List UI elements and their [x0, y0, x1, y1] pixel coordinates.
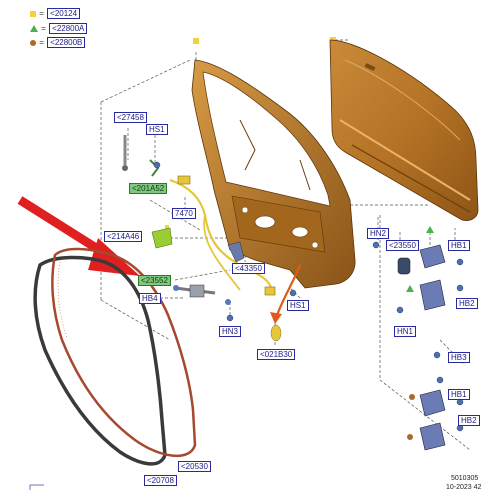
diagram-date: 10-2023 42	[446, 484, 482, 491]
legend-code[interactable]: <22800A	[49, 23, 88, 34]
legend-row-circle: = <22800B	[30, 37, 86, 48]
green-triangle-icon	[30, 25, 38, 33]
callout-hb2-bottom[interactable]: HB2	[458, 415, 480, 426]
legend-code[interactable]: <22800B	[47, 37, 86, 48]
callout-hb2-top[interactable]: HB2	[456, 298, 478, 309]
callout-23552[interactable]: <23552	[138, 275, 171, 286]
callout-43350[interactable]: <43350	[232, 263, 265, 274]
callout-20708[interactable]: <20708	[144, 475, 177, 486]
diagram-code: 5010305	[451, 475, 479, 482]
callout-hs1-mid[interactable]: HS1	[287, 300, 309, 311]
legend-row-square: = <20124	[30, 8, 81, 19]
callout-23550[interactable]: <23550	[386, 240, 419, 251]
callout-hb1-top[interactable]: HB1	[448, 240, 470, 251]
callout-hn2[interactable]: HN2	[367, 228, 390, 239]
callout-021b30[interactable]: <021B30	[257, 349, 296, 360]
callout-hb3[interactable]: HB3	[448, 352, 470, 363]
legend-row-triangle: = <22800A	[30, 23, 88, 34]
callout-hb1-bottom[interactable]: HB1	[448, 389, 470, 400]
callout-7470[interactable]: 7470	[172, 208, 196, 219]
callout-hn3[interactable]: HN3	[219, 326, 242, 337]
callout-20530[interactable]: <20530	[178, 461, 211, 472]
brown-circle-icon	[30, 39, 36, 46]
callout-hb4[interactable]: HB4	[139, 293, 161, 304]
callout-hs1-top[interactable]: HS1	[146, 124, 168, 135]
legend-code[interactable]: <20124	[47, 8, 81, 19]
callout-hn1[interactable]: HN1	[394, 326, 417, 337]
callout-201a52[interactable]: <201A52	[129, 183, 168, 194]
callout-27458[interactable]: <27458	[114, 112, 147, 123]
yellow-square-icon	[30, 10, 36, 17]
callout-214a46[interactable]: <214A46	[104, 231, 143, 242]
